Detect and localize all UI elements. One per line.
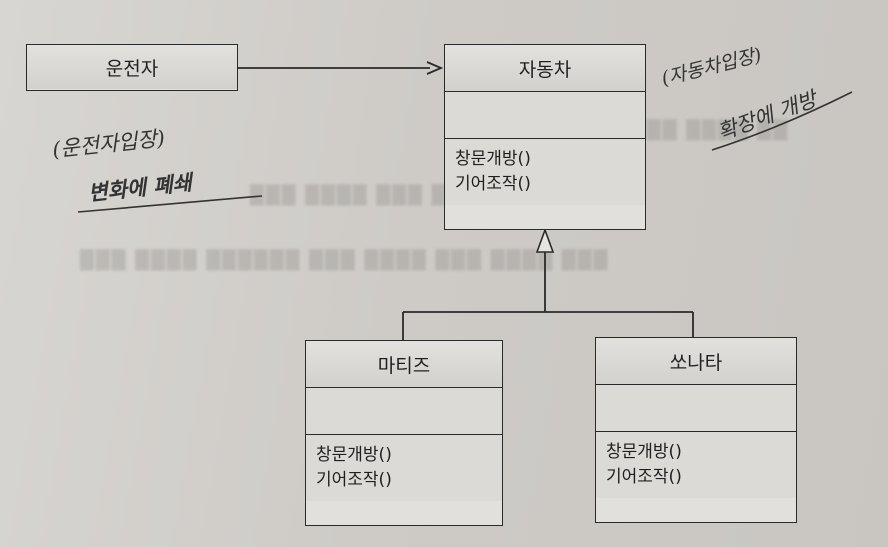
class-car-operations: 창문개방() 기어조작() [445,138,645,205]
class-sonata-attributes [596,384,796,431]
class-sonata: 쏘나타 창문개방() 기어조작() [595,337,797,523]
class-car-name: 자동차 [445,45,645,91]
operation: 기어조작() [606,467,682,487]
operation: 기어조작() [455,174,531,194]
background-bleed-text: ███ ████ ██████ ███ ████ ███ ████ ███ [80,250,610,271]
class-sonata-operations: 창문개방() 기어조작() [596,431,796,498]
class-driver-name: 운전자 [27,45,237,89]
inheritance-triangle [535,227,555,253]
operation: 창문개방() [316,445,392,465]
operation: 창문개방() [606,442,682,462]
underline-driver-note [77,195,263,213]
underline-car-note [711,91,853,151]
class-sonata-name: 쏘나타 [596,338,796,384]
operation: 창문개방() [455,149,531,169]
class-car-attributes [445,91,645,138]
class-matiz-operations: 창문개방() 기어조작() [306,434,502,501]
class-car: 자동차 창문개방() 기어조작() [444,44,646,230]
class-driver: 운전자 [26,44,238,91]
operation: 기어조작() [316,470,392,490]
class-matiz: 마티즈 창문개방() 기어조작() [305,340,503,526]
association-arrowhead [426,61,444,75]
class-matiz-attributes [306,387,502,434]
class-matiz-name: 마티즈 [306,341,502,387]
